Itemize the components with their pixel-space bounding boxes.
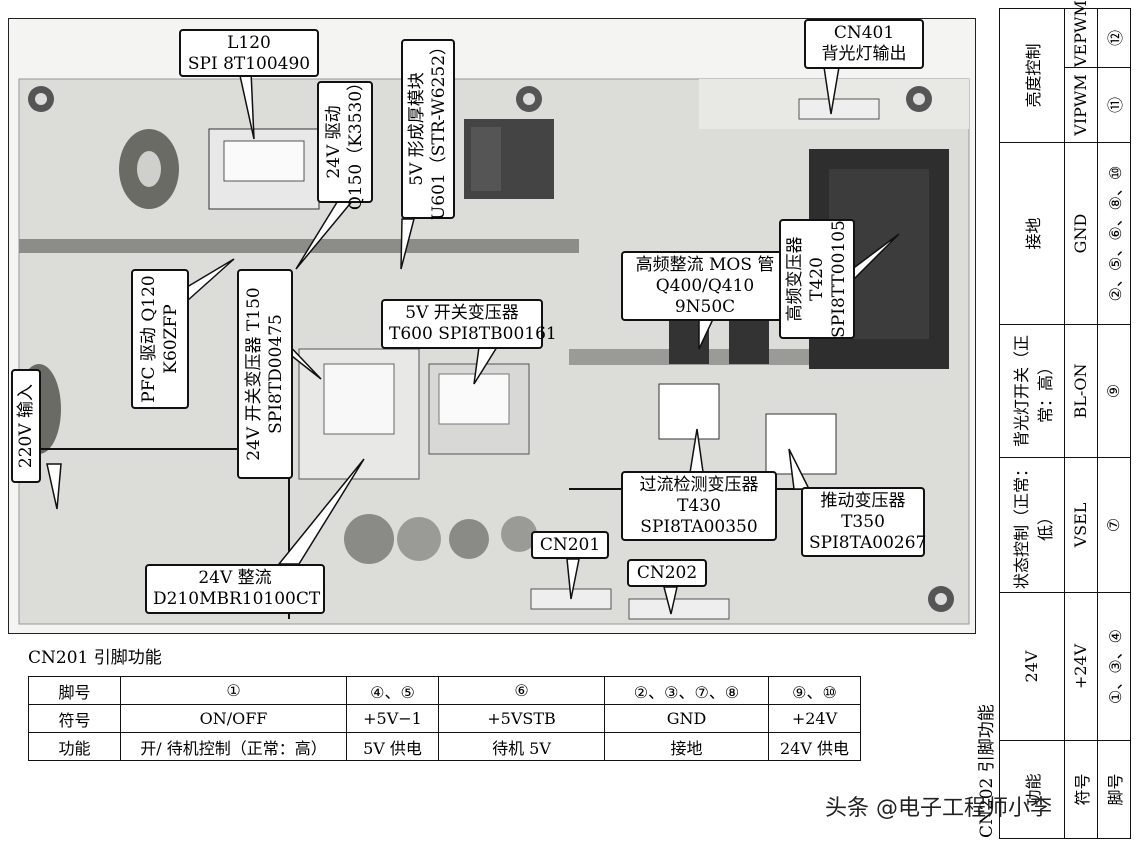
table-cell: 符号 — [1064, 740, 1098, 839]
callout-q150-line1: 24V 驱动 — [324, 105, 344, 179]
table-row: 符号 ON/OFF +5V−1 +5VSTB GND +24V — [28, 704, 861, 733]
callout-mos: 高频整流 MOS 管 Q400/Q410 9N50C — [621, 251, 789, 321]
callout-cn202-line1: CN202 — [636, 563, 698, 583]
callout-cn202: CN202 — [627, 559, 707, 587]
table-cell: +5VSTB — [438, 704, 605, 733]
table-cell: ① — [120, 676, 347, 705]
callout-t420-line3: SPI8TT00105 — [829, 220, 849, 338]
callout-t350-line1: 推动变压器 — [820, 491, 906, 511]
callout-t600-line2: T600 SPI8TB00161 — [389, 324, 557, 344]
table-cell: ④、⑤ — [346, 676, 439, 705]
callout-220v: 220V 输入 — [11, 369, 41, 483]
table-cell: VIPWM — [1064, 67, 1098, 143]
callout-t420-line2: T420 — [807, 257, 827, 301]
callout-t420-line1: 高频变压器 — [785, 236, 805, 322]
table-cell: VEPWM — [1064, 0, 1098, 68]
callout-l120-line2: SPI 8T100490 — [187, 54, 311, 74]
callout-cn401-line1: CN401 — [833, 23, 895, 43]
callout-mos-line3: 9N50C — [674, 297, 736, 317]
table-cell: 亮度控制 — [999, 8, 1065, 143]
table-cell: ②、③、⑦、⑧ — [604, 676, 769, 705]
table-cell: ⑪ — [1097, 67, 1131, 143]
table-cell: 功能 — [28, 732, 121, 761]
table-cell: ⑫ — [1097, 8, 1131, 68]
callout-t600-line1: 5V 开关变压器 — [405, 303, 519, 323]
table-cell: ⑥ — [438, 676, 605, 705]
callout-l120: L120 SPI 8T100490 — [179, 29, 319, 77]
callout-t420: 高频变压器 T420 SPI8TT00105 — [779, 219, 855, 339]
table-cell: GND — [1064, 142, 1098, 325]
table-cell: 24V 供电 — [768, 732, 861, 761]
table-cell: 脚号 — [28, 676, 121, 705]
watermark: 头条 @电子工程师小李 — [825, 796, 1052, 821]
table-row: 脚号 ①、③、④ ⑦ ⑨ ②、⑤、⑥、⑧、⑩ ⑪ ⑫ — [1097, 8, 1131, 839]
callout-t430: 过流检测变压器 T430 SPI8TA00350 — [621, 471, 777, 541]
callout-t150: 24V 开关变压器 T150 SPI8TD00475 — [237, 269, 293, 479]
cn201-table-title: CN201 引脚功能 — [28, 648, 162, 668]
callout-d210-line2: D210MBR10100CT — [153, 589, 321, 609]
table-row: 脚号 ① ④、⑤ ⑥ ②、③、⑦、⑧ ⑨、⑩ — [28, 676, 861, 705]
table-cell: 5V 供电 — [346, 732, 439, 761]
table-cell: 符号 — [28, 704, 121, 733]
table-cell: +5V−1 — [346, 704, 439, 733]
table-cell: ②、⑤、⑥、⑧、⑩ — [1097, 142, 1131, 325]
cn201-pin-table: 脚号 ① ④、⑤ ⑥ ②、③、⑦、⑧ ⑨、⑩ 符号 ON/OFF +5V−1 +… — [28, 676, 861, 761]
callout-d210: 24V 整流 D210MBR10100CT — [145, 564, 325, 614]
table-cell: 脚号 — [1097, 740, 1131, 839]
callout-pfc-line2: K60ZFP — [161, 304, 181, 374]
callout-q150: 24V 驱动 Q150（K3530） — [317, 74, 373, 210]
table-cell: GND — [604, 704, 769, 733]
table-cell: ON/OFF — [120, 704, 347, 733]
table-cell: +24V — [768, 704, 861, 733]
callout-t430-line3: SPI8TA00350 — [640, 517, 758, 537]
callout-t150-line2: SPI8TD00475 — [266, 314, 286, 434]
table-row: 功能 开/ 待机控制（正常：高） 5V 供电 待机 5V 接地 24V 供电 — [28, 732, 861, 761]
callout-t350-line2: T350 — [841, 512, 885, 532]
callout-cn201-line1: CN201 — [539, 535, 601, 555]
callout-q150-line2: Q150（K3530） — [346, 73, 366, 211]
callout-t430-line1: 过流检测变压器 — [639, 475, 759, 495]
table-cell: ⑨、⑩ — [768, 676, 861, 705]
cn202-pin-table: 功能 24V 状态控制（正常：低） 背光灯开关（正常：高） 接地 亮度控制 符号… — [999, 0, 1131, 839]
callout-t350-line3: SPI8TA00267 — [809, 533, 927, 553]
table-cell: ①、③、④ — [1097, 592, 1131, 741]
callout-pfc-q120: PFC 驱动 Q120 K60ZFP — [131, 269, 189, 409]
table-cell: 开/ 待机控制（正常：高） — [120, 732, 347, 761]
table-cell: +24V — [1064, 592, 1098, 741]
table-cell: 待机 5V — [438, 732, 605, 761]
callout-u601: 5V 形成厚模块 U601（STR-W6252） — [401, 37, 455, 221]
table-row: 符号 +24V VSEL BL-ON GND VIPWM VEPWM — [1064, 0, 1098, 839]
callout-t430-line2: T430 — [677, 496, 721, 516]
callout-l120-line1: L120 — [227, 33, 271, 53]
callout-mos-line1: 高频整流 MOS 管 — [635, 255, 775, 275]
circuit-board-photo: L120 SPI 8T100490 24V 驱动 Q150（K3530） 5V … — [8, 18, 976, 634]
table-cell: 接地 — [999, 142, 1065, 325]
table-cell: 背光灯开关（正常：高） — [999, 324, 1065, 458]
callout-t600: 5V 开关变压器 T600 SPI8TB00161 — [381, 299, 557, 349]
table-cell: 接地 — [604, 732, 769, 761]
callout-u601-line2: U601（STR-W6252） — [429, 37, 449, 221]
table-cell: ⑨ — [1097, 324, 1131, 458]
callout-cn401-line2: 背光灯输出 — [821, 44, 907, 64]
table-cell: 状态控制（正常：低） — [999, 457, 1065, 593]
table-row: 功能 24V 状态控制（正常：低） 背光灯开关（正常：高） 接地 亮度控制 — [999, 8, 1065, 839]
callout-t150-line1: 24V 开关变压器 T150 — [244, 287, 264, 461]
callout-t350: 推动变压器 T350 SPI8TA00267 — [801, 487, 927, 557]
table-cell: VSEL — [1064, 457, 1098, 593]
table-cell: 24V — [999, 592, 1065, 741]
callout-mos-line2: Q400/Q410 — [655, 276, 755, 296]
callout-cn401: CN401 背光灯输出 — [804, 19, 924, 69]
table-cell: BL-ON — [1064, 324, 1098, 458]
callout-d210-line1: 24V 整流 — [198, 568, 272, 588]
table-cell: ⑦ — [1097, 457, 1131, 593]
callout-220v-line1: 220V 输入 — [16, 383, 36, 469]
callout-cn201: CN201 — [531, 531, 609, 559]
callout-u601-line1: 5V 形成厚模块 — [407, 72, 427, 186]
cn202-table-wrapper: 功能 24V 状态控制（正常：低） 背光灯开关（正常：高） 接地 亮度控制 符号… — [999, 0, 1131, 839]
callout-pfc-line1: PFC 驱动 Q120 — [139, 275, 159, 403]
